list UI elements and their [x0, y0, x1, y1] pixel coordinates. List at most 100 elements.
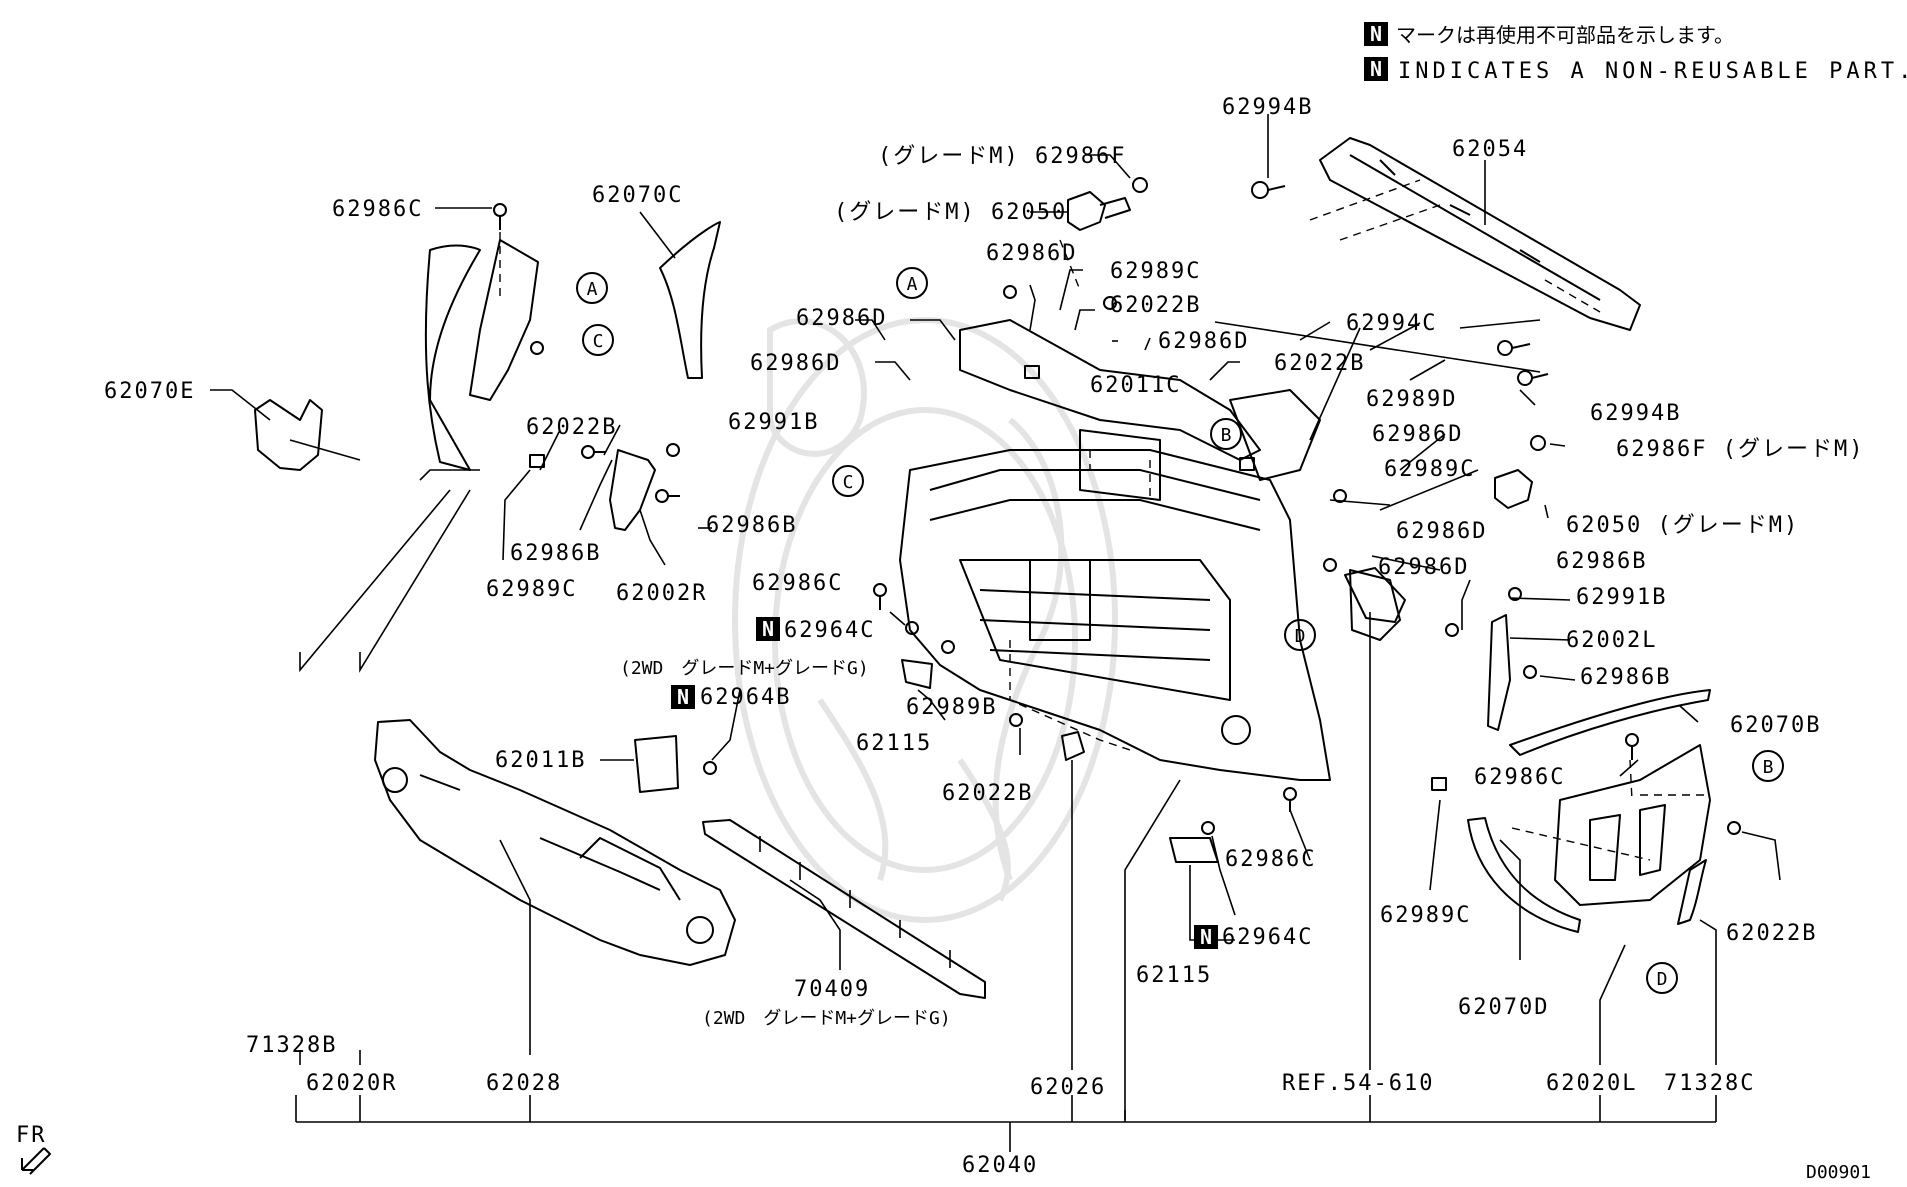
clip-icon: [530, 341, 544, 355]
label-62986d: 62986D: [1158, 329, 1249, 354]
wheel-arch-trim-c: [659, 221, 721, 379]
clip-icon: [666, 443, 680, 457]
part-labels: 62994B 62054 (グレードM) 62986F (グレードM) 6205…: [16, 95, 1871, 1183]
label-70409: 70409: [794, 977, 870, 1002]
label-62115: 62115: [1136, 963, 1212, 988]
nut-icon: [905, 621, 919, 635]
label-62028: 62028: [486, 1071, 562, 1096]
callout-b: B: [1752, 750, 1784, 782]
screw-icon: [1333, 489, 1347, 503]
label-62022b: 62022B: [1110, 293, 1201, 318]
label-62989c: 62989C: [1380, 903, 1471, 928]
label-62986b: 62986B: [1556, 549, 1647, 574]
label-62022b: 62022B: [942, 781, 1033, 806]
non-reusable-badge: [756, 617, 780, 641]
label-62022b: 62022B: [1726, 921, 1817, 946]
label-62054: 62054: [1452, 137, 1528, 162]
screw-icon: [655, 489, 680, 503]
legend-en: INDICATES A NON-REUSABLE PART.: [1398, 59, 1907, 84]
grille-62011b: [634, 735, 679, 793]
fender-bracket-right: [1554, 744, 1711, 906]
label-62070d: 62070D: [1458, 995, 1549, 1020]
fender-bracket-left: [469, 239, 539, 401]
label-62022b: 62022B: [1274, 351, 1365, 376]
label-62986f: (グレードM) 62986F: [878, 144, 1126, 169]
label-62989c: 62989C: [486, 577, 577, 602]
label-62986d: 62986D: [1378, 555, 1469, 580]
bracket-62115-b: [1169, 837, 1219, 863]
callout-c: C: [582, 324, 614, 356]
label-62020l: 62020L: [1546, 1071, 1637, 1096]
support-bar-shape: [1319, 137, 1641, 331]
svg-text:N: N: [762, 617, 774, 641]
clip-icon: [1024, 365, 1040, 379]
clip-icon: [941, 640, 955, 654]
label-62986f: 62986F (グレードM): [1616, 437, 1864, 462]
label-62994c: 62994C: [1346, 311, 1437, 336]
screw-icon: [581, 445, 606, 459]
label-62989b: 62989B: [906, 695, 997, 720]
label-62986d: 62986D: [986, 241, 1077, 266]
label-62986d: 62986D: [750, 351, 841, 376]
svg-text:A: A: [587, 279, 598, 300]
legend: N マークは再使用不可部品を示します。 N INDICATES A NON-RE…: [1364, 22, 1907, 84]
clip-icon: [1009, 713, 1023, 727]
label-62986c: 62986C: [1225, 847, 1316, 872]
bracket-62002r: [609, 449, 656, 531]
bumper-cover-62040: [899, 449, 1331, 781]
ref-part-outline: [1344, 567, 1406, 623]
svg-text:C: C: [593, 331, 604, 352]
callout-b: B: [1210, 418, 1242, 450]
svg-text:D: D: [1657, 969, 1668, 990]
label-62994b: 62994B: [1222, 95, 1313, 120]
svg-text:A: A: [907, 274, 918, 295]
svg-text:N: N: [1200, 925, 1212, 949]
screw-icon: [1003, 285, 1017, 299]
label-71328c: 71328C: [1664, 1071, 1755, 1096]
label-fr: FR: [16, 1123, 47, 1148]
badge-letter: N: [1370, 22, 1382, 46]
label-62070e: 62070E: [104, 379, 195, 404]
callouts: A C A C B D B D: [576, 267, 1784, 994]
label-62989d: 62989D: [1366, 387, 1457, 412]
label-62991b: 62991B: [728, 410, 819, 435]
callout-a: A: [576, 272, 608, 304]
label-62011c: 62011C: [1090, 373, 1181, 398]
part-shapes: [254, 137, 1711, 999]
clip-icon: [1431, 777, 1447, 791]
svg-text:N: N: [677, 685, 689, 709]
horn-left-shape: [1067, 191, 1106, 231]
bolt-icon: [1497, 340, 1531, 356]
bracket-62002l: [1487, 614, 1511, 731]
label-62026: 62026: [1030, 1075, 1106, 1100]
nut-icon: [703, 761, 717, 775]
legend-jp: マークは再使用不可部品を示します。: [1396, 23, 1734, 47]
screw-icon: [493, 203, 507, 230]
callout-a: A: [896, 267, 928, 299]
svg-text:D: D: [1295, 626, 1306, 647]
label-62050: 62050 (グレードM): [1566, 513, 1799, 538]
label-62986d: 62986D: [796, 306, 887, 331]
label-62986b: 62986B: [706, 513, 797, 538]
label-62986d: 62986D: [1372, 422, 1463, 447]
label-62986c: 62986C: [752, 571, 843, 596]
leader-lines: [210, 114, 1781, 1152]
screw-icon: [1283, 787, 1297, 812]
label-62964c: 62964C: [1222, 925, 1313, 950]
callout-c: C: [832, 465, 864, 497]
horn-right-shape: [1494, 469, 1533, 509]
label-62986d: 62986D: [1396, 519, 1487, 544]
label-ref: REF.54-610: [1282, 1071, 1434, 1096]
front-arrow-icon: [21, 1147, 51, 1175]
label-62986c: 62986C: [332, 197, 423, 222]
label-62986b: 62986B: [1580, 665, 1671, 690]
label-62040: 62040: [962, 1153, 1038, 1178]
bolt-icon: [1517, 370, 1549, 386]
badge-letter: N: [1370, 57, 1382, 81]
svg-text:B: B: [1221, 425, 1232, 446]
label-62022b: 62022B: [526, 415, 617, 440]
nut-icon: [1201, 821, 1215, 835]
label-62989c: 62989C: [1384, 457, 1475, 482]
clip-icon: [1727, 821, 1741, 835]
svg-text:C: C: [843, 472, 854, 493]
